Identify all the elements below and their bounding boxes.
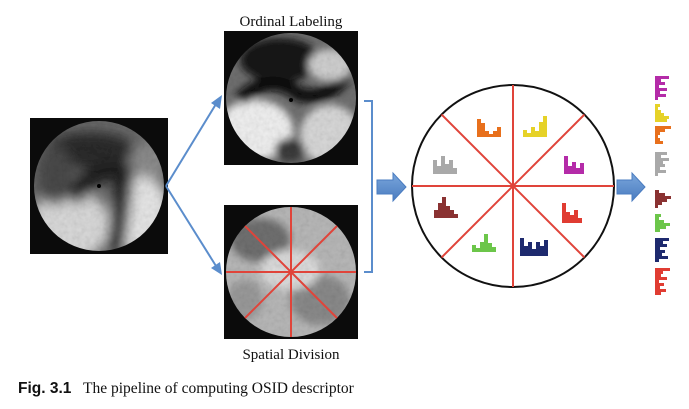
figure-caption: Fig. 3.1 The pipeline of computing OSID … — [18, 380, 354, 398]
split-arrows — [165, 95, 222, 275]
histogram-orange-icon — [477, 119, 501, 137]
division-lines — [226, 207, 356, 337]
histogram-brown-icon — [434, 197, 458, 218]
block-arrow-icon-2 — [616, 171, 646, 203]
histogram-yellow-icon — [523, 116, 547, 137]
merge-bracket-icon — [364, 100, 373, 273]
ordinal-labeling-patch — [224, 31, 358, 165]
histogram-red-icon — [562, 203, 582, 223]
spatial-division-title: Spatial Division — [242, 347, 340, 363]
histogram-navy-icon — [520, 238, 548, 256]
histogram-magenta-icon — [564, 156, 584, 174]
sector-histogram-circle — [411, 84, 615, 288]
ordinal-labeling-title: Ordinal Labeling — [240, 14, 343, 30]
figure-number: Fig. 3.1 — [18, 380, 72, 397]
figure-caption-text: The pipeline of computing OSID descripto… — [83, 380, 354, 397]
block-arrow-icon — [376, 171, 407, 203]
descriptor-vector-icon — [655, 76, 671, 295]
source-patch — [30, 118, 168, 254]
spatial-division-patch — [224, 205, 358, 339]
histogram-gray-icon — [433, 156, 457, 174]
histogram-green-icon — [472, 234, 496, 252]
